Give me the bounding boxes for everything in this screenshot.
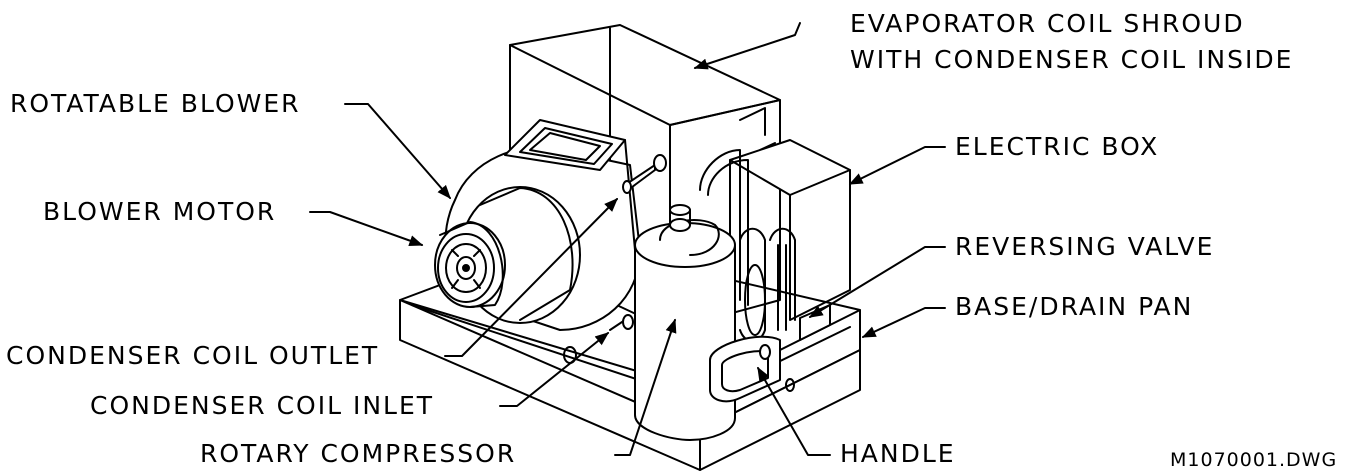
rotary-compressor (634, 204, 736, 441)
label-blower-motor: BLOWER MOTOR (43, 197, 277, 226)
label-handle: HANDLE (840, 439, 956, 468)
label-reversing-valve: REVERSING VALVE (955, 232, 1215, 261)
label-evaporator-line2: WITH CONDENSER COIL INSIDE (850, 45, 1294, 74)
label-condenser-outlet: CONDENSER COIL OUTLET (6, 341, 380, 370)
leader-lines (309, 22, 946, 456)
label-electric-box: ELECTRIC BOX (955, 132, 1160, 161)
label-condenser-inlet: CONDENSER COIL INLET (90, 391, 435, 420)
label-rotary-compressor: ROTARY COMPRESSOR (200, 439, 517, 468)
handle (709, 335, 781, 403)
condenser-coil-pipes (609, 154, 667, 331)
label-base-drain-pan: BASE/DRAIN PAN (955, 292, 1194, 321)
label-rotatable-blower: ROTATABLE BLOWER (10, 89, 301, 118)
blower-motor (434, 186, 581, 324)
label-evaporator-line1: EVAPORATOR COIL SHROUD (850, 9, 1245, 38)
drawing-id: M1070001.DWG (1170, 449, 1338, 471)
